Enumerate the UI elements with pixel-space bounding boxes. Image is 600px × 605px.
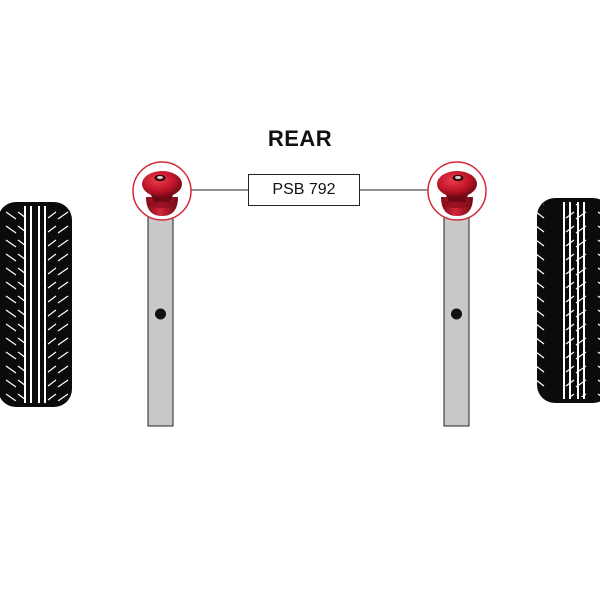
polyurethane-bush-icon	[437, 171, 477, 216]
left-link-pivot	[155, 308, 166, 320]
part-number-label: PSB 792	[248, 174, 360, 206]
part-number-text: PSB 792	[272, 181, 336, 198]
right-link-pivot	[451, 308, 462, 320]
right-suspension-link	[443, 213, 470, 427]
left-suspension-link	[147, 213, 174, 427]
left-wheel	[0, 202, 72, 407]
polyurethane-bush-icon	[142, 171, 182, 216]
tyre-icon	[0, 202, 72, 407]
tyre-icon	[537, 198, 600, 403]
left-bush-callout	[132, 161, 192, 221]
diagram-title: REAR	[267, 126, 333, 151]
right-bush-callout	[427, 161, 487, 221]
right-wheel	[537, 198, 600, 403]
